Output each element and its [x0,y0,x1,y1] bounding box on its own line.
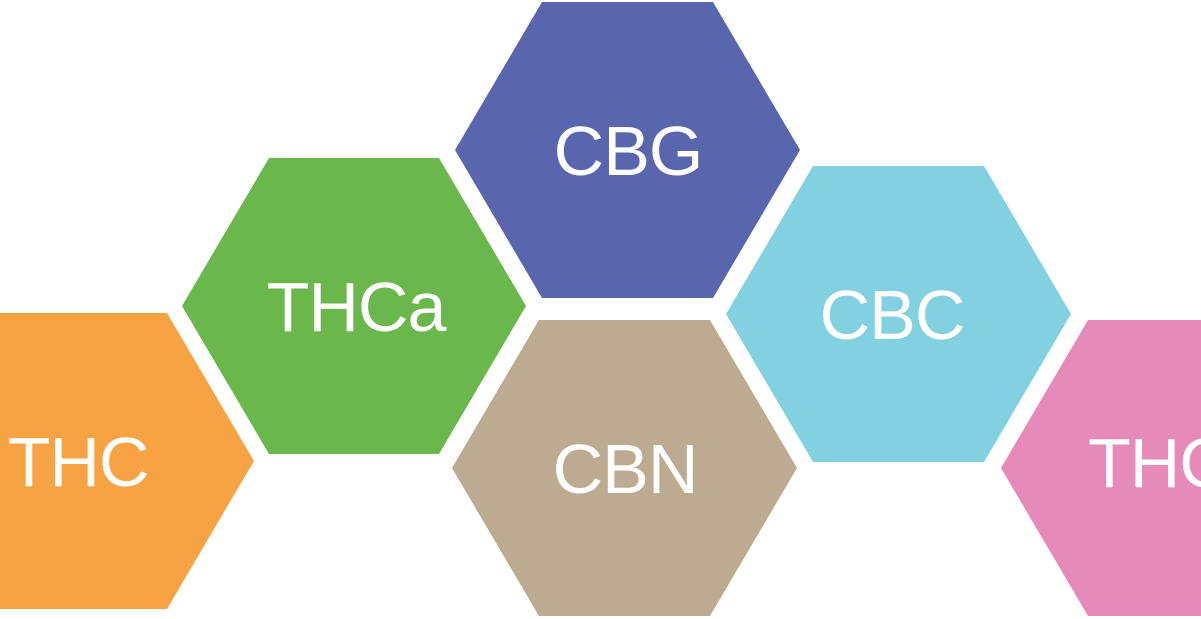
hexagon-cbg-label: CBG [554,112,703,190]
hexagon-thc: THC [0,313,254,609]
hexagon-cbn-label: CBN [553,430,698,508]
hexagon-cbc-label: CBC [820,276,965,354]
hexagon-thc-shape [0,313,254,609]
hexagon-thc-partial-label: THC [1088,424,1201,502]
hexagon-cbn: CBN [452,320,797,616]
hexagon-cbg: CBG [455,2,800,298]
hexagon-thca-shape [182,158,526,454]
hexagon-cbg-shape [455,2,800,298]
hexagon-thca: THCa [182,158,526,454]
hexagon-thc-label: THC [8,423,149,501]
hexagon-thca-label: THCa [267,268,447,346]
hexagon-cbn-shape [452,320,797,616]
hexagon-cbc-shape [726,166,1071,462]
hexagon-thc-partial: THC [1001,320,1201,616]
hexagon-cbc: CBC [726,166,1071,462]
hexagon-thc-partial-shape [1001,320,1201,616]
